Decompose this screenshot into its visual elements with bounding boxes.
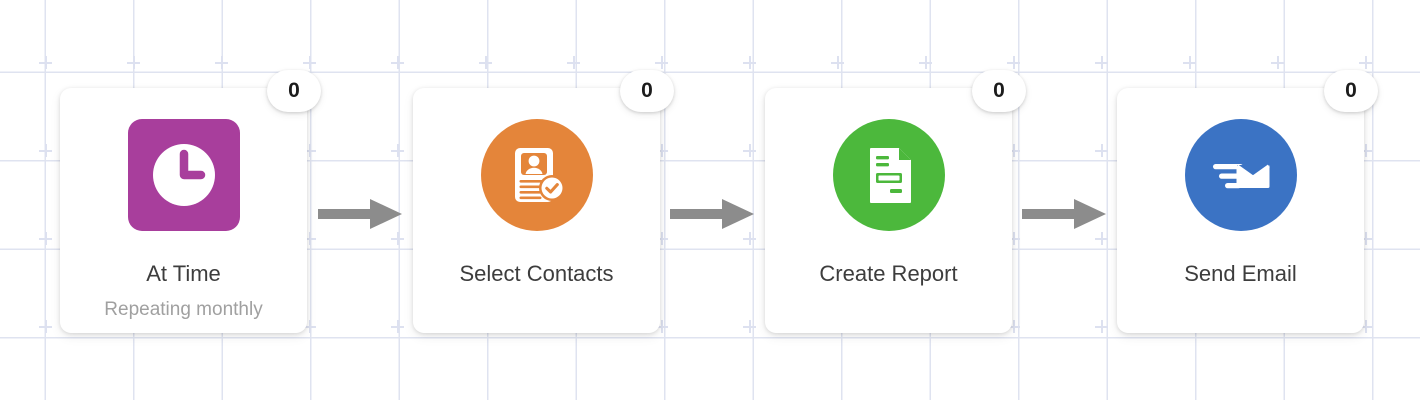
flow-connector-arrow-2	[670, 199, 754, 229]
node-title: Send Email	[1184, 261, 1297, 286]
node-count-badge[interactable]: 0	[620, 70, 674, 112]
arrow-head	[1074, 199, 1106, 229]
node-icon-wrapper	[832, 119, 945, 231]
contact-card-check-icon	[480, 119, 593, 231]
arrow-head	[370, 199, 402, 229]
arrow-head	[722, 199, 754, 229]
node-title: Select Contacts	[459, 261, 614, 286]
node-title: At Time	[146, 261, 221, 286]
flow-connector-arrow-1	[318, 199, 402, 229]
workflow-node-create-report[interactable]: 0 Create Report	[765, 70, 1026, 333]
workflow-node-send-email[interactable]: 0 Send Email	[1117, 70, 1378, 333]
node-subtitle: Repeating monthly	[104, 299, 263, 321]
workflow-node-select-contacts[interactable]: 0	[413, 70, 674, 333]
arrow-shaft	[670, 209, 726, 219]
node-icon-wrapper	[127, 119, 240, 231]
arrow-shaft	[1022, 209, 1078, 219]
node-count-badge[interactable]: 0	[267, 70, 321, 112]
arrow-shaft	[318, 209, 374, 219]
document-report-icon	[832, 119, 945, 231]
clock-icon	[127, 119, 240, 231]
send-email-icon	[1184, 119, 1297, 231]
node-title: Create Report	[819, 261, 958, 286]
workflow-node-at-time[interactable]: 0 At Time Repeating monthly	[60, 70, 321, 333]
node-count-badge[interactable]: 0	[972, 70, 1026, 112]
flow-connector-arrow-3	[1022, 199, 1106, 229]
node-icon-wrapper	[1184, 119, 1297, 231]
node-count-badge[interactable]: 0	[1324, 70, 1378, 112]
node-icon-wrapper	[480, 119, 593, 231]
